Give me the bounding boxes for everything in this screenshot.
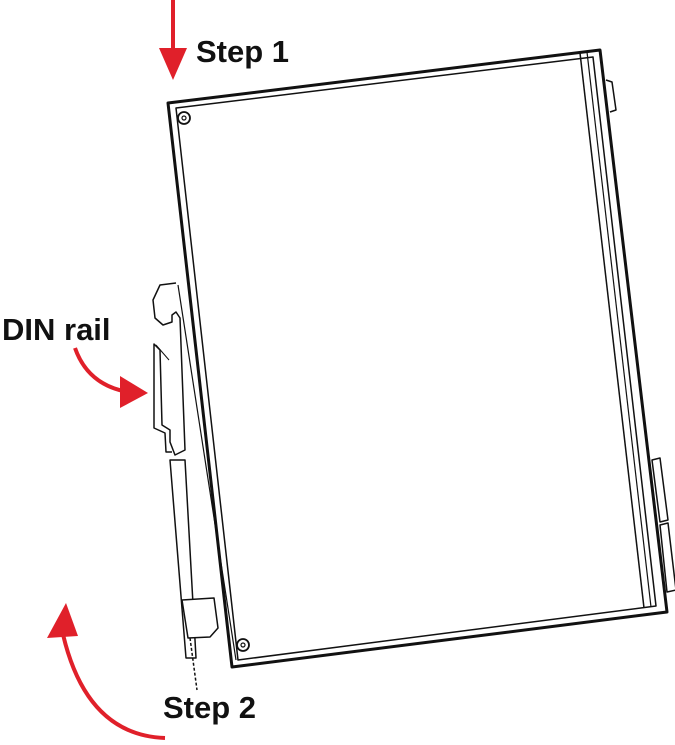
- terminal-block-lower: [659, 522, 675, 593]
- screw-icon: [177, 111, 191, 125]
- bracket-latch: [181, 597, 219, 639]
- latch-spring: [189, 637, 198, 691]
- terminal-block-upper: [651, 457, 669, 523]
- din-rail-label: DIN rail: [2, 312, 111, 347]
- bracket-back-line: [177, 284, 237, 661]
- device-side-strip: [579, 52, 645, 609]
- curved-arrow-up-icon: [47, 603, 166, 740]
- down-arrow-icon: [159, 0, 187, 80]
- step1-label: Step 1: [196, 34, 290, 69]
- device-front-inner: [175, 56, 657, 661]
- screw-icon: [236, 638, 250, 652]
- curved-arrow-right-icon: [73, 347, 148, 408]
- step2-label: Step 2: [163, 690, 257, 725]
- device-front-outline: [166, 48, 669, 669]
- din-rail-bracket: [152, 282, 186, 456]
- device-side-strip-line: [586, 51, 652, 608]
- din-rail-profile: [155, 344, 170, 361]
- device-top-knob: [605, 79, 617, 113]
